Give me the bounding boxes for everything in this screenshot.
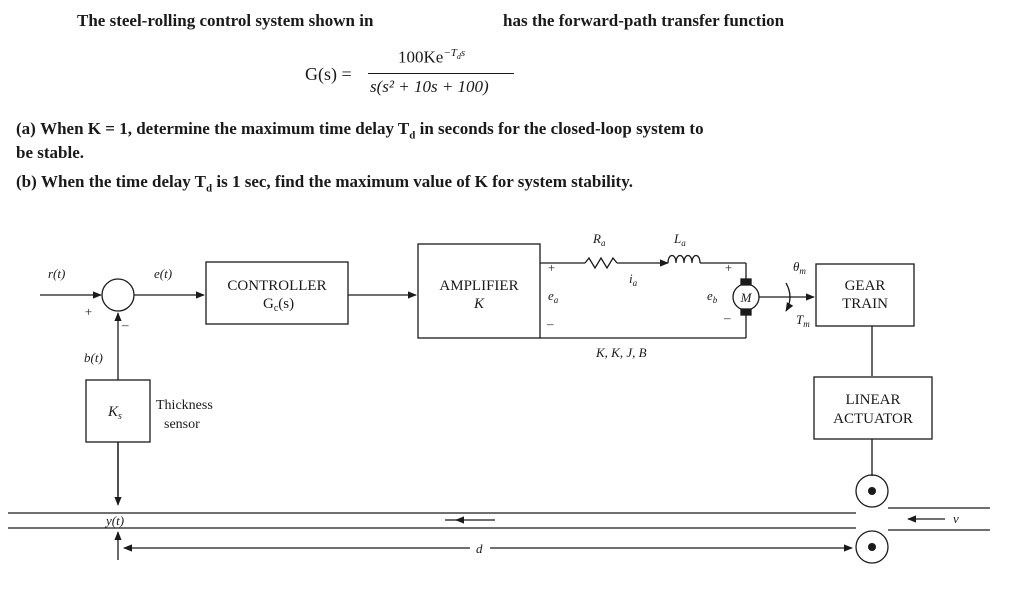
- label-plus-left: +: [84, 304, 93, 319]
- torque-arc: [785, 282, 794, 312]
- lower-roller: [855, 530, 889, 564]
- gear-train-block: [815, 263, 915, 327]
- actuator-line1: LINEAR: [846, 392, 901, 408]
- label-r: r(t): [48, 266, 65, 281]
- controller-title: CONTROLLER: [227, 278, 326, 294]
- equation-lhs: G(s) =: [305, 64, 352, 84]
- label-ra-sub: a: [601, 238, 606, 248]
- label-y: y(t): [104, 513, 124, 528]
- actuator-line2: ACTUATOR: [833, 411, 913, 427]
- label-e: e(t): [154, 266, 172, 281]
- equation-exponent-tail: s: [460, 47, 466, 59]
- part-a-line2: be stable.: [16, 143, 84, 162]
- intro-left: The steel-rolling control system shown i…: [77, 11, 374, 30]
- gear-train-line2: TRAIN: [842, 296, 888, 312]
- label-plus-ea: +: [547, 260, 556, 275]
- label-ra: Ra: [592, 231, 606, 248]
- gear-train-line1: GEAR: [845, 278, 886, 294]
- label-eb-base: e: [707, 288, 713, 303]
- linear-actuator-block: [813, 376, 933, 440]
- label-ia: ia: [629, 271, 638, 288]
- equation-fraction-bar: [368, 73, 514, 74]
- sensor-label-1: Thickness: [156, 398, 213, 413]
- part-a-text: When K = 1, determine the maximum time d…: [40, 119, 410, 138]
- label-la-base: L: [673, 231, 681, 246]
- motor-parameters: K, K, J, B: [595, 345, 647, 360]
- equation-numerator-base: 100Ke: [398, 47, 444, 67]
- part-a-rest: in seconds for the closed-loop system to: [415, 119, 704, 138]
- equation-numerator: 100Ke−Tds: [398, 47, 465, 68]
- label-minus: –: [121, 317, 129, 332]
- sensor-gain: Ks: [107, 404, 122, 422]
- label-ia-sub: a: [633, 278, 638, 288]
- controller-tf-base: G: [263, 296, 274, 312]
- amplifier-title: AMPLIFIER: [439, 278, 518, 294]
- label-theta-base: θ: [793, 259, 800, 274]
- controller-tf-tail: (s): [278, 296, 294, 312]
- label-minus-ea: –: [546, 316, 554, 331]
- part-b-sub: d: [206, 182, 213, 195]
- equation-exponent-sub: d: [456, 52, 461, 62]
- label-la: La: [673, 231, 686, 248]
- motor-brush-top: [740, 278, 752, 286]
- label-theta: θm: [793, 259, 806, 276]
- label-minus-eb: –: [723, 310, 731, 325]
- label-torque: Tm: [796, 312, 810, 329]
- motor-brush-bottom: [740, 308, 752, 316]
- label-ea-sub: a: [554, 295, 559, 305]
- lower-roller-axle: [868, 543, 876, 551]
- label-b: b(t): [84, 350, 103, 365]
- label-plus-eb: +: [724, 260, 733, 275]
- part-b-label: (b): [16, 172, 37, 191]
- label-distance: d: [476, 541, 483, 556]
- amplifier-gain: K: [473, 296, 485, 312]
- controller-tf-sub: c: [274, 303, 279, 314]
- upper-roller: [855, 474, 889, 508]
- label-velocity: v: [953, 511, 959, 526]
- label-torque-base: T: [796, 312, 804, 327]
- part-a-label: (a): [16, 119, 36, 138]
- equation-denominator: s(s² + 10s + 100): [370, 77, 489, 96]
- controller-tf: Gc(s): [263, 296, 294, 314]
- resistor-ra: [584, 256, 618, 270]
- label-la-sub: a: [681, 238, 686, 248]
- part-a-sub: d: [409, 129, 416, 142]
- part-b: (b) When the time delay Td is 1 sec, fin…: [16, 172, 633, 194]
- label-ea: ea: [548, 288, 559, 305]
- summing-junction: [101, 278, 135, 312]
- inductor-la: [667, 254, 701, 264]
- part-b-rest: is 1 sec, find the maximum value of K fo…: [212, 172, 634, 191]
- sensor-gain-base: K: [107, 404, 119, 420]
- equation-exponent: −T: [443, 47, 457, 59]
- part-b-text: When the time delay T: [41, 172, 206, 191]
- label-ea-base: e: [548, 288, 554, 303]
- label-eb-sub: b: [713, 295, 718, 305]
- sensor-label-2: sensor: [164, 417, 200, 432]
- motor-label: M: [740, 290, 753, 305]
- controller-block: [205, 261, 349, 325]
- sensor-gain-sub: s: [118, 411, 122, 422]
- label-ia-base: i: [629, 271, 633, 286]
- label-eb: eb: [707, 288, 718, 305]
- amplifier-block: [417, 243, 541, 339]
- label-ra-base: R: [592, 231, 601, 246]
- part-a: (a) When K = 1, determine the maximum ti…: [16, 119, 704, 141]
- intro-right: has the forward-path transfer function: [503, 11, 785, 30]
- upper-roller-axle: [868, 487, 876, 495]
- label-theta-sub: m: [799, 266, 806, 276]
- label-torque-sub: m: [803, 319, 810, 329]
